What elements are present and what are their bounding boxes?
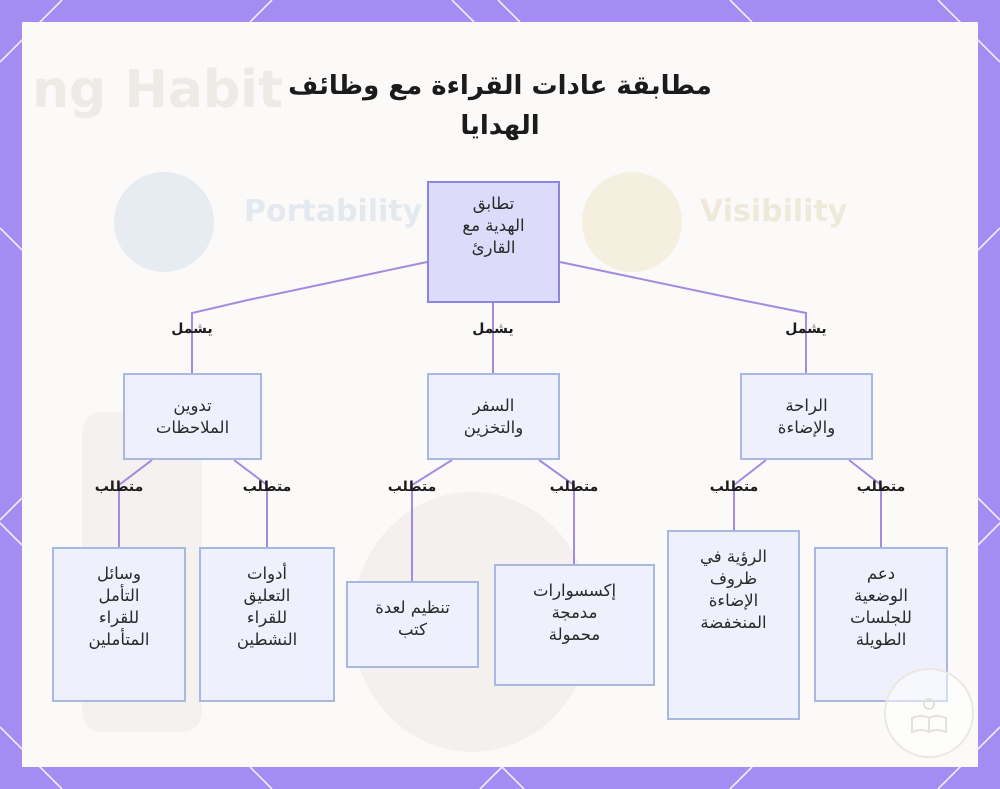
edge-notes-reflect: [118, 459, 153, 547]
title-line-2: الهدايا: [460, 111, 540, 141]
diagram-title: مطابقة عادات القراءة مع وظائف الهدايا: [200, 66, 800, 146]
edge-label-includes-travel: يشمل: [472, 321, 514, 337]
edge-travel-multi: [411, 459, 453, 581]
edge-label-requires-accessories: متطلب: [549, 479, 599, 495]
edge-travel-accessories: [538, 459, 575, 564]
ghost-circle-blue: [114, 172, 214, 272]
node-root: تطابق الهدية مع القارئ: [427, 181, 560, 303]
node-annot-tools: أدوات التعليق للقراء النشطين: [199, 547, 335, 702]
node-notes: تدوين الملاحظات: [123, 373, 262, 460]
edge-label-requires-lowlight: متطلب: [709, 479, 759, 495]
ghost-heading: ng Habit: [32, 60, 283, 120]
edge-comfort-posture: [848, 459, 882, 547]
edge-label-requires-multi: متطلب: [387, 479, 437, 495]
open-book-icon: [911, 698, 947, 734]
edge-root-notes: [191, 261, 428, 373]
title-line-1: مطابقة عادات القراءة مع وظائف: [288, 71, 712, 101]
edge-label-includes-notes: يشمل: [171, 321, 213, 337]
edge-label-requires-posture: متطلب: [856, 479, 906, 495]
node-comfort: الراحة والإضاءة: [740, 373, 873, 460]
edge-label-requires-annot: متطلب: [242, 479, 292, 495]
node-travel: السفر والتخزين: [427, 373, 560, 460]
node-multi-books: تنظيم لعدة كتب: [346, 581, 479, 668]
node-accessories: إكسسوارات مدمجة محمولة: [494, 564, 655, 686]
edge-comfort-lowlight: [733, 459, 767, 530]
ghost-circle-yellow: [582, 172, 682, 272]
node-reflect-tools: وسائل التأمل للقراء المتأملين: [52, 547, 186, 702]
ghost-visibility: Visibility: [700, 194, 848, 229]
edge-label-requires-reflect: متطلب: [94, 479, 144, 495]
book-seal-icon: [884, 668, 974, 758]
node-low-light: الرؤية في ظروف الإضاءة المنخفضة: [667, 530, 800, 720]
edge-root-comfort: [559, 261, 807, 373]
ghost-portability: Portability: [244, 194, 423, 229]
edge-label-includes-comfort: يشمل: [785, 321, 827, 337]
edge-notes-annot: [233, 459, 268, 547]
